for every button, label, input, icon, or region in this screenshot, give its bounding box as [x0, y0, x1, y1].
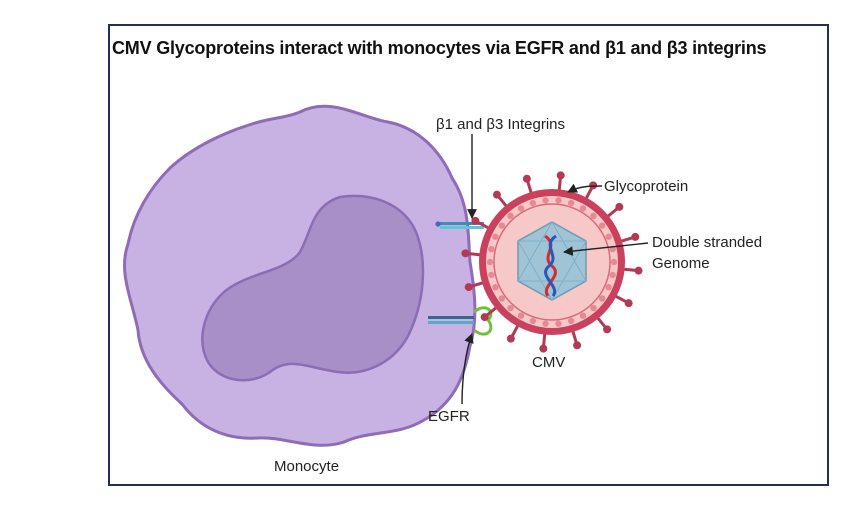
glycoprotein-spikes [461, 171, 643, 353]
genome-label-line1: Double stranded [652, 234, 763, 251]
egfr-label: EGFR [428, 408, 470, 425]
glycoprotein-spike-head [603, 325, 612, 334]
envelope-dot [492, 284, 499, 291]
glycoprotein-spike-head [461, 249, 470, 258]
envelope-dot [555, 197, 562, 204]
glycoprotein-spike-head [624, 299, 633, 308]
envelope-dot [517, 312, 525, 319]
glycoprotein-spike-head [471, 216, 480, 225]
glycoprotein-spike-head [573, 341, 582, 350]
envelope-dot [590, 212, 597, 220]
glycoprotein-spike-head [464, 283, 473, 292]
envelope-dot [507, 304, 514, 312]
envelope-dot [605, 284, 612, 291]
glycoprotein-spike-head [539, 344, 548, 353]
glycoprotein-pointer-arrow [567, 183, 603, 193]
envelope-dot [486, 258, 494, 266]
glycoprotein-spike-head [615, 202, 624, 211]
glycoprotein-label: Glycoprotein [604, 178, 689, 195]
envelope-dot [605, 233, 612, 240]
integrins-label: β1 and β3 Integrins [436, 116, 566, 133]
envelope-dot [598, 222, 606, 229]
envelope-dot [529, 317, 537, 325]
integrin-receptor [435, 221, 484, 229]
monocyte-nucleus [201, 194, 425, 382]
envelope-dot [492, 233, 499, 240]
envelope-dot [598, 295, 606, 302]
monocyte-label: Monocyte [274, 458, 340, 475]
envelope-dot [488, 271, 495, 279]
egfr-receptor [428, 306, 493, 336]
envelope-dot [567, 317, 575, 325]
envelope-dot [507, 212, 514, 220]
glycoprotein-spike-head [480, 313, 489, 322]
envelope-dot [498, 222, 506, 229]
envelope-dot [498, 295, 506, 302]
envelope-dot [542, 320, 549, 327]
envelope-dot [579, 205, 587, 212]
envelope-dot [579, 312, 587, 319]
glycoprotein-spike-head [492, 190, 501, 199]
envelope-dot [517, 205, 525, 212]
genome-pointer-arrow [563, 242, 649, 256]
cmv-virus [461, 171, 643, 353]
glycoprotein-spike-head [634, 266, 643, 275]
figure-title: CMV Glycoproteins interact with monocyte… [112, 38, 767, 58]
envelope-dot [488, 245, 495, 253]
envelope-dot [590, 304, 597, 312]
envelope-dot [542, 197, 549, 204]
egfr-pointer-arrow [461, 333, 474, 405]
envelope-dot [529, 199, 537, 207]
envelope-dot [567, 199, 575, 207]
dna-helix [544, 234, 557, 297]
glycoprotein-spike-head [556, 171, 565, 180]
glycoprotein-spike-head [522, 174, 531, 183]
cmv-label: CMV [532, 354, 566, 371]
envelope-dot [610, 258, 618, 266]
envelope-dot [609, 271, 616, 279]
glycoprotein-spike-head [631, 232, 640, 241]
glycoprotein-spike-head [506, 334, 515, 343]
genome-label-line2: Genome [652, 255, 710, 272]
envelope-dots [486, 197, 618, 327]
glycoprotein-spike-head [589, 181, 598, 190]
envelope-dot [555, 320, 562, 327]
